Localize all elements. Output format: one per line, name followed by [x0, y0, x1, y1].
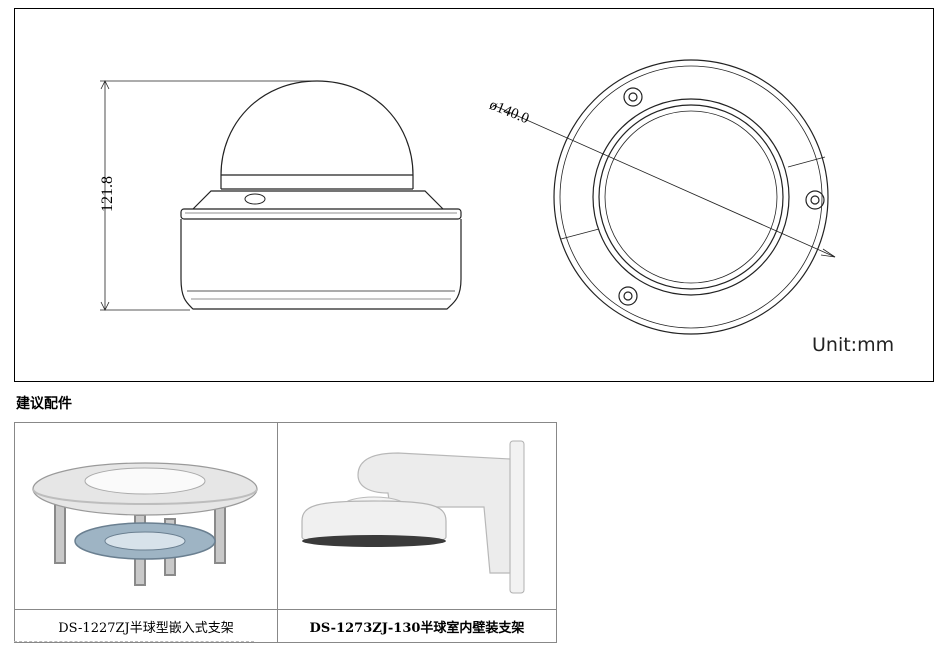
accessory-caption: DS-1227ZJ半球型嵌入式支架	[14, 609, 278, 643]
accessory-caption: DS-1273ZJ-130半球室内壁装支架	[277, 609, 557, 643]
dimension-drawing: 121.8 ø140.0 Unit:mm	[14, 8, 934, 382]
height-dimension-label: 121.8	[99, 176, 116, 212]
accessories-heading: 建议配件	[16, 396, 72, 412]
unit-label: Unit:mm	[812, 334, 895, 356]
accessory-image-cell	[14, 422, 278, 610]
in-ceiling-mount-image	[32, 462, 258, 586]
accessory-image-cell	[277, 422, 557, 610]
dashed-divider	[14, 641, 254, 642]
wall-mount-bracket-image	[301, 440, 525, 594]
accessories-table: DS-1227ZJ半球型嵌入式支架 DS-1273ZJ-130半球室内壁装支架	[14, 422, 557, 643]
camera-outline-drawing	[100, 59, 836, 335]
